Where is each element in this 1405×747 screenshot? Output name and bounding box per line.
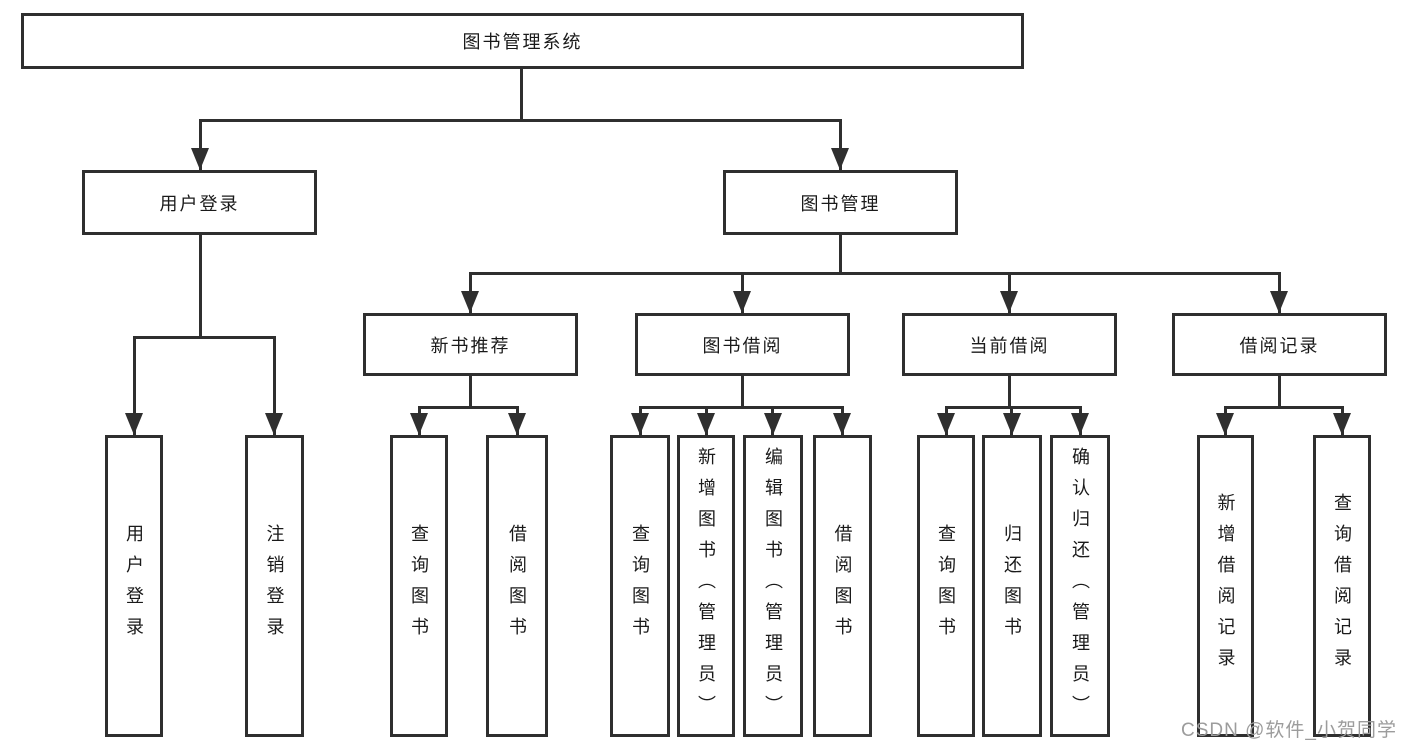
leaf-query-books-3: 查询图书 [917, 435, 975, 737]
arrow-down-icon [461, 291, 479, 313]
arrow-down-icon [410, 413, 428, 435]
leaf-user-login: 用户登录 [105, 435, 163, 737]
node-user-login: 用户登录 [82, 170, 317, 235]
arrow-down-icon [1216, 413, 1234, 435]
leaf-edit-books-admin: 编辑图书（管理员） [743, 435, 803, 737]
connector-userlogin-branch [133, 336, 276, 339]
connector-userlogin-stem [199, 235, 202, 336]
connector-borrowrecords-branch [1224, 406, 1344, 409]
arrow-down-icon [1270, 291, 1288, 313]
connector-drop-user-login [199, 119, 202, 170]
node-book-management: 图书管理 [723, 170, 958, 235]
connector-root-stem [520, 69, 523, 119]
connector-newbooks-branch [418, 406, 519, 409]
node-borrowing-records: 借阅记录 [1172, 313, 1387, 376]
arrow-down-icon [833, 413, 851, 435]
leaf-add-books-admin: 新增图书（管理员） [677, 435, 735, 737]
arrow-down-icon [125, 413, 143, 435]
arrow-down-icon [831, 148, 849, 170]
csdn-watermark: CSDN @软件_小贺同学 [1181, 720, 1397, 741]
arrow-down-icon [1003, 413, 1021, 435]
leaf-add-borrow-record: 新增借阅记录 [1197, 435, 1254, 737]
leaf-logout: 注销登录 [245, 435, 304, 737]
arrow-down-icon [631, 413, 649, 435]
connector-bookborrow-branch [639, 406, 844, 409]
connector-drop-book-management [839, 119, 842, 170]
connector-bookmgmt-branch [469, 272, 1281, 275]
connector-root-branch [199, 119, 842, 122]
leaf-borrow-books-2: 借阅图书 [813, 435, 872, 737]
node-library-management-system: 图书管理系统 [21, 13, 1024, 69]
node-new-book-recommendation: 新书推荐 [363, 313, 578, 376]
leaf-borrow-books-1: 借阅图书 [486, 435, 548, 737]
node-book-borrowing: 图书借阅 [635, 313, 850, 376]
connector-bookborrow-stem [741, 376, 744, 406]
connector-drop-leaf [133, 336, 136, 435]
leaf-query-books-2: 查询图书 [610, 435, 670, 737]
arrow-down-icon [937, 413, 955, 435]
arrow-down-icon [508, 413, 526, 435]
connector-currentborrow-stem [1008, 376, 1011, 406]
node-current-borrowing: 当前借阅 [902, 313, 1117, 376]
connector-drop-leaf [273, 336, 276, 435]
connector-currentborrow-branch [945, 406, 1082, 409]
arrow-down-icon [1071, 413, 1089, 435]
leaf-confirm-return-admin: 确认归还（管理员） [1050, 435, 1110, 737]
arrow-down-icon [191, 148, 209, 170]
arrow-down-icon [764, 413, 782, 435]
leaf-return-books: 归还图书 [982, 435, 1042, 737]
arrow-down-icon [1333, 413, 1351, 435]
arrow-down-icon [265, 413, 283, 435]
connector-newbooks-stem [469, 376, 472, 406]
arrow-down-icon [697, 413, 715, 435]
arrow-down-icon [1000, 291, 1018, 313]
connector-bookmgmt-stem [839, 235, 842, 272]
leaf-query-books-1: 查询图书 [390, 435, 448, 737]
arrow-down-icon [733, 291, 751, 313]
connector-borrowrecords-stem [1278, 376, 1281, 406]
leaf-query-borrow-record: 查询借阅记录 [1313, 435, 1371, 737]
